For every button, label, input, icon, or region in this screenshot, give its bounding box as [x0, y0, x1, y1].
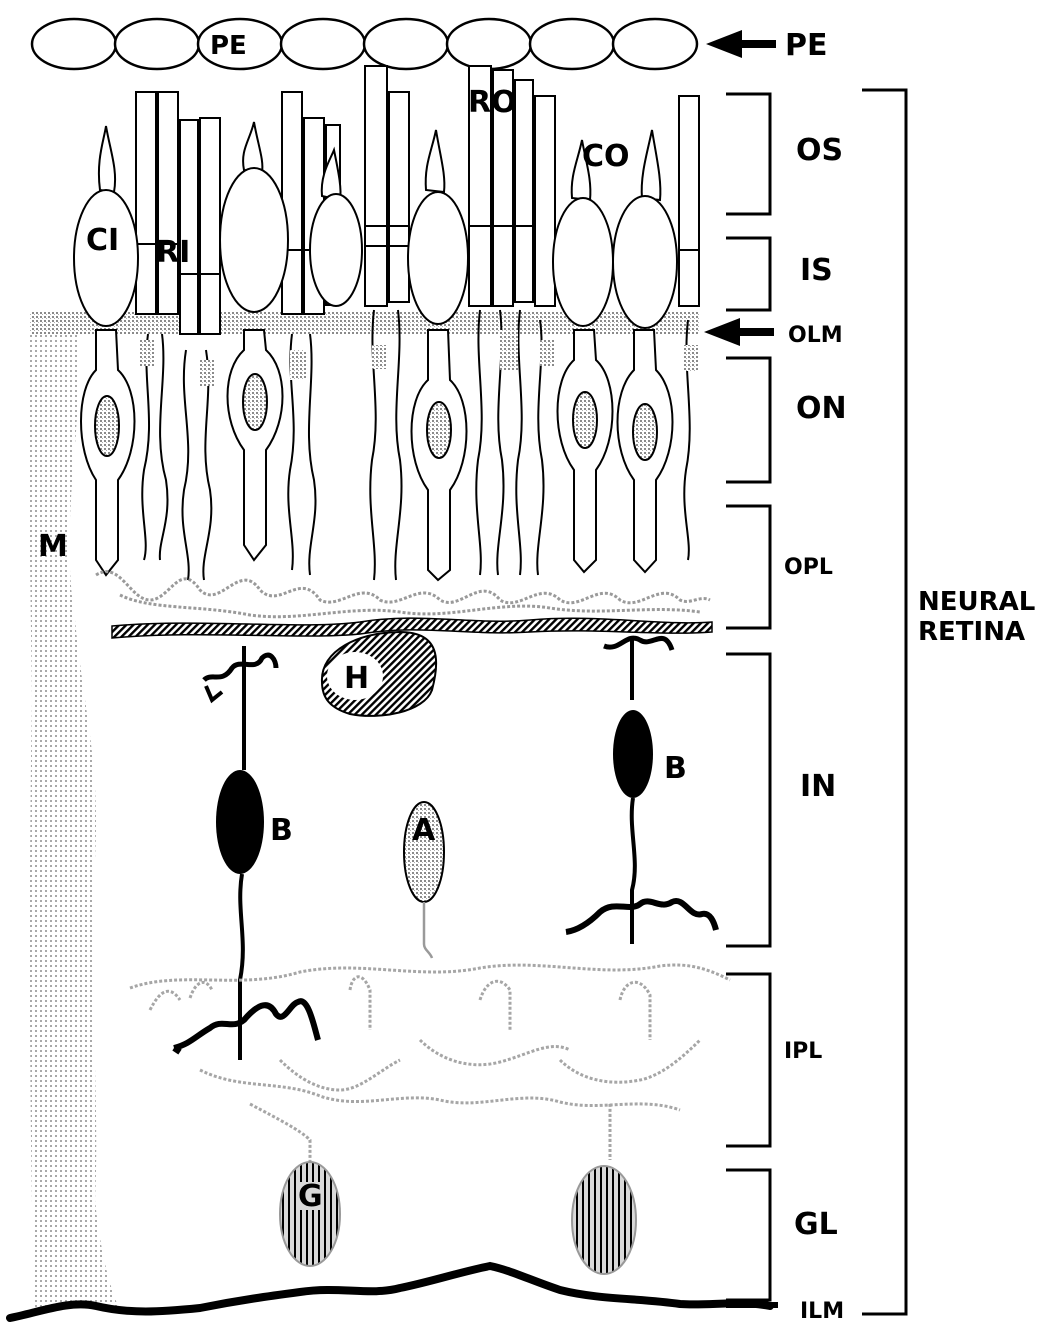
on-label: ON [796, 391, 847, 426]
ganglion-cell-left [280, 1162, 340, 1266]
bipolar-cell-left [174, 646, 318, 1060]
opl-label: OPL [784, 555, 833, 580]
neural-retina-label-line2: RETINA [918, 617, 1025, 647]
olm-label: OLM [788, 323, 843, 348]
neural-retina-label-line1: NEURAL [918, 587, 1035, 617]
amacrine-process [424, 902, 432, 958]
is-bracket [726, 238, 770, 310]
in-bracket [726, 654, 770, 946]
muller-cell-label: M [38, 529, 68, 564]
opl-bracket [726, 506, 770, 628]
ganglion-cell-right [572, 1166, 636, 1274]
inner-limiting-membrane [10, 1266, 770, 1318]
gl-bracket [726, 1170, 770, 1300]
pigment-epithelium [32, 19, 697, 69]
pe-arrow [706, 30, 776, 58]
gl-label: GL [794, 1207, 838, 1242]
amacrine-label: A [412, 813, 436, 848]
rod-inner-label: RI [156, 235, 190, 270]
bipolar-left-label: B [270, 813, 293, 848]
bipolar-cell-right [566, 638, 716, 944]
ipl-label: IPL [784, 1039, 822, 1064]
ganglion-label: G [298, 1179, 323, 1214]
pe-cell-label: PE [210, 31, 247, 61]
cone-outer-label: CO [582, 139, 630, 174]
bipolar-right-label: B [664, 751, 687, 786]
cone-inner-label: CI [86, 223, 119, 258]
horizontal-cell-label: H [344, 661, 369, 696]
in-label: IN [800, 769, 836, 804]
ilm-label: ILM [800, 1299, 844, 1324]
os-label: OS [796, 133, 843, 168]
rod-outer-label: RO [468, 85, 517, 120]
is-label: IS [800, 253, 833, 288]
ipl-bracket [726, 974, 770, 1146]
ilm-pointer [726, 1302, 778, 1308]
pe-layer-label: PE [785, 28, 827, 63]
olm-arrow [704, 318, 774, 346]
os-bracket [726, 94, 770, 214]
neural-retina-bracket [862, 90, 906, 1314]
rod-spherules [140, 330, 698, 386]
inner-plexiform-arbors [130, 965, 730, 1178]
on-bracket [726, 358, 770, 482]
